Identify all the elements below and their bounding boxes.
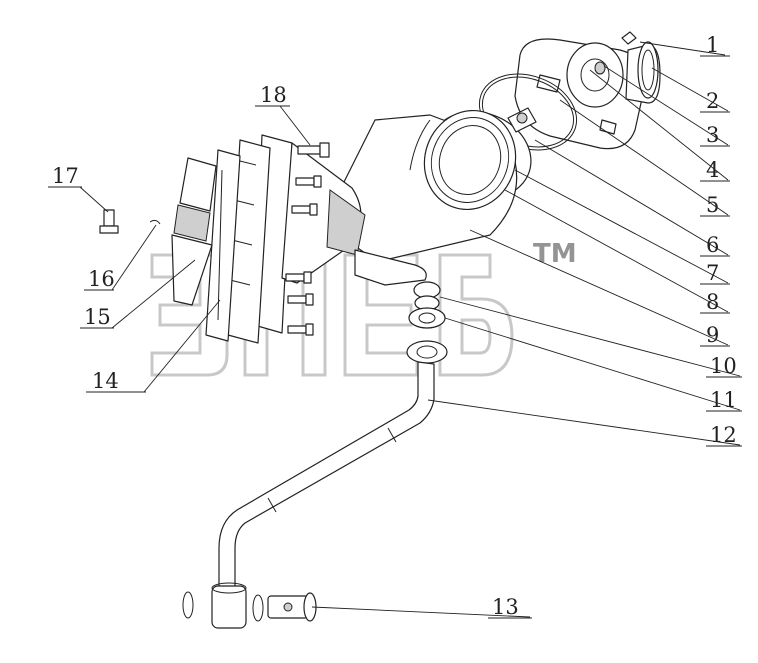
callout-6: 6 <box>706 233 719 257</box>
callout-1: 1 <box>706 33 719 57</box>
callout-2: 2 <box>706 89 719 113</box>
spring-clip <box>149 219 161 225</box>
callout-8: 8 <box>706 290 719 314</box>
flange-gasket <box>205 149 241 342</box>
callout-13: 13 <box>492 595 519 619</box>
flange-bolts <box>285 175 322 336</box>
callout-16: 16 <box>88 267 115 291</box>
intake-pipe <box>211 361 435 629</box>
filter-canister <box>338 109 518 261</box>
leader-lines <box>79 41 741 618</box>
heat-shield-bracket <box>171 157 217 306</box>
callout-11: 11 <box>710 388 737 412</box>
air-housing-cover <box>514 31 661 150</box>
end-fitting <box>182 591 317 622</box>
callout-12: 12 <box>710 423 737 447</box>
callout-9: 9 <box>706 323 719 347</box>
callout-15: 15 <box>84 305 111 329</box>
bolt-18 <box>297 142 330 158</box>
callout-14: 14 <box>92 369 119 393</box>
callout-3: 3 <box>706 123 719 147</box>
callout-7: 7 <box>706 261 719 285</box>
outlet-fitting <box>406 281 448 364</box>
callout-17: 17 <box>52 164 79 188</box>
callout-labels: 1 2 3 4 5 6 7 8 9 10 11 12 13 14 15 16 1… <box>48 33 742 619</box>
callout-4: 4 <box>706 158 719 182</box>
callout-18: 18 <box>260 83 287 107</box>
callout-10: 10 <box>710 354 737 378</box>
trademark-mark: TM <box>533 239 577 269</box>
bolt-17 <box>99 209 119 234</box>
callout-5: 5 <box>706 193 719 217</box>
